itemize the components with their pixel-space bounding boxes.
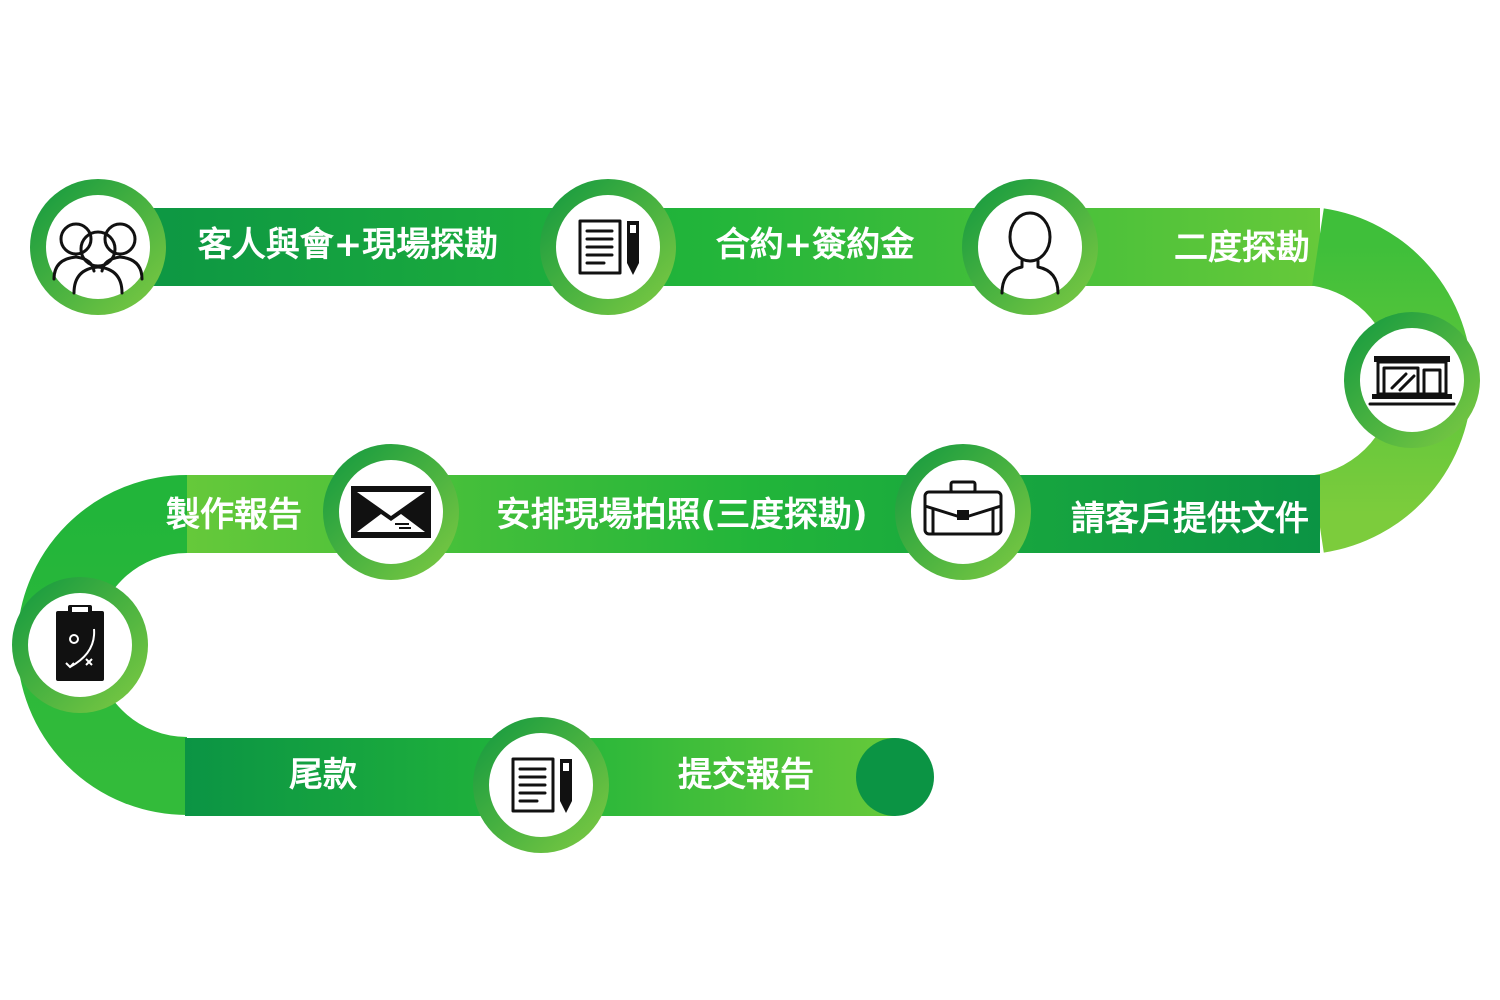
step-node-3 [962,179,1098,315]
storefront-icon [1368,356,1456,406]
step-node-1 [30,179,166,315]
people-group-icon [52,222,144,295]
step-label-6: 安排現場拍照(三度探勘) [496,495,867,535]
step-node-10 [473,717,609,853]
ribbon-row-1 [95,208,1320,286]
step-label-10: 提交報告 [678,755,814,795]
step-node-2 [540,179,676,315]
step-labels: 客人與會+現場探勘 合約+簽約金 二度探勘 請客戶提供文件 安排現場拍照(三度探… [166,225,1310,795]
step-label-7: 製作報告 [166,495,302,535]
person-icon [1000,211,1060,295]
step-node-8 [12,577,148,713]
document-pen-icon [511,757,572,813]
step-node-6 [323,444,459,580]
ribbon-end-cap [856,738,934,816]
document-pen-icon [578,219,639,275]
clipboard-plan-icon [56,605,104,681]
step-node-5 [895,444,1031,580]
envelope-icon [351,486,431,538]
step-label-5: 請客戶提供文件 [1071,499,1309,539]
step-node-4 [1344,312,1480,448]
step-label-3: 二度探勘 [1174,228,1310,268]
step-label-1: 客人與會+現場探勘 [198,225,499,265]
briefcase-icon [923,480,1003,536]
step-label-2: 合約+簽約金 [716,225,915,265]
step-label-9: 尾款 [289,755,357,795]
